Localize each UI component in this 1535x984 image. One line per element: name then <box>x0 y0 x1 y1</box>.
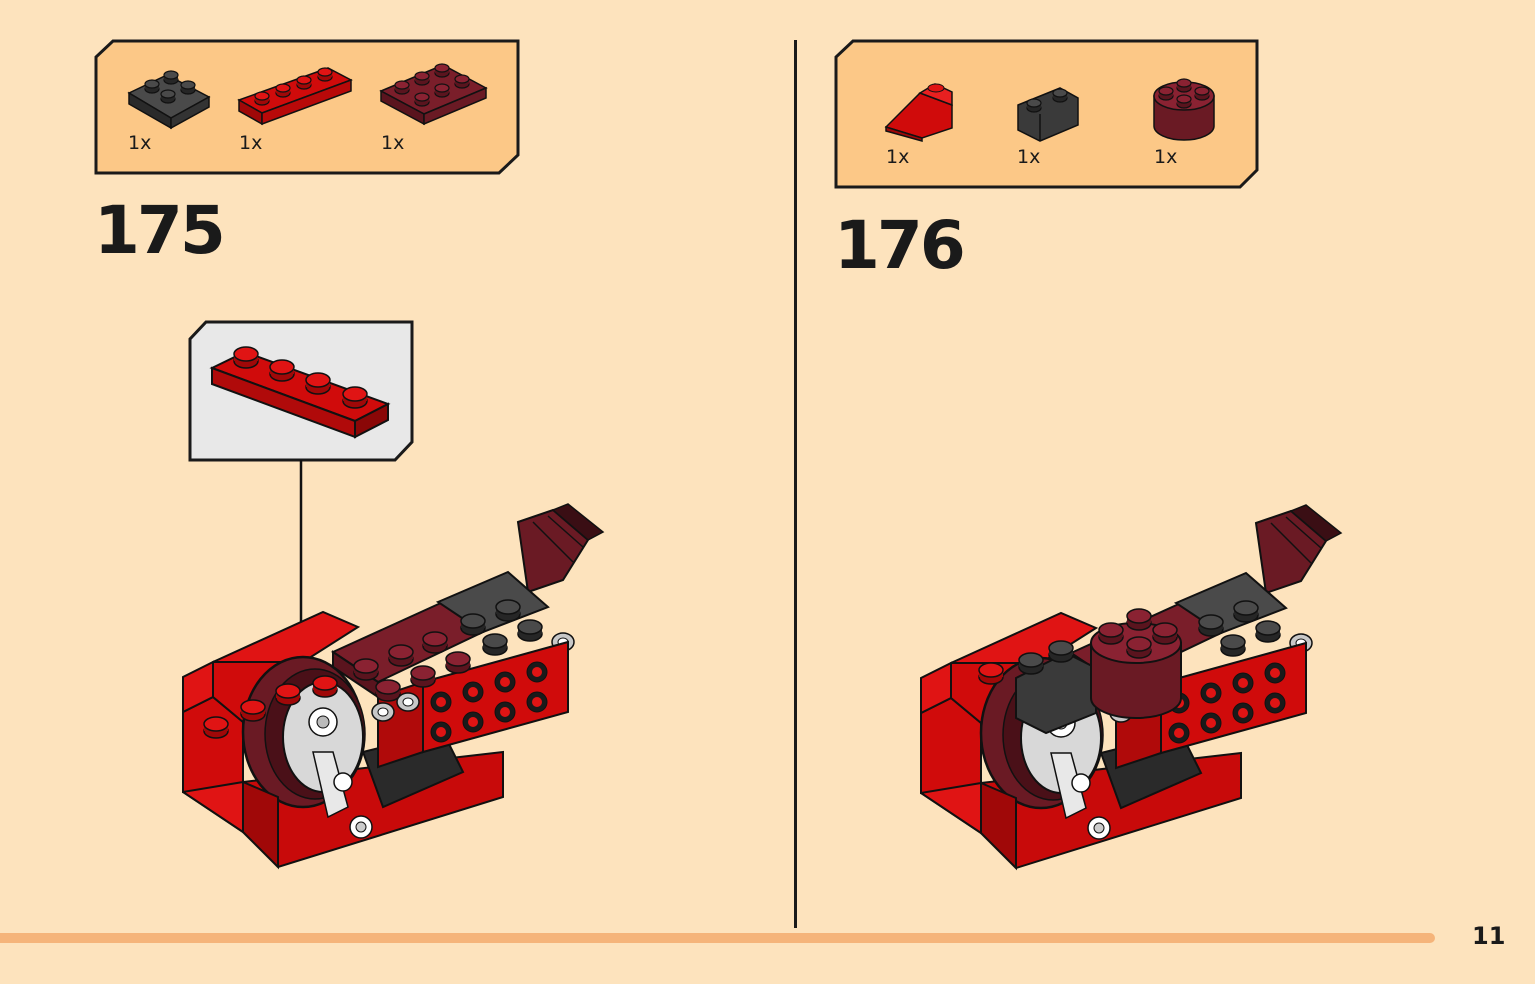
part-qty-176-2: 1x <box>1017 146 1041 168</box>
part-qty-176-1: 1x <box>886 146 910 168</box>
part-qty-175-2: 1x <box>239 132 263 154</box>
page-footer-bar <box>0 933 1435 943</box>
model-step-176 <box>921 505 1341 868</box>
page-divider <box>794 40 797 928</box>
step-number-176: 176 <box>834 207 966 284</box>
part-red-slope <box>884 83 953 142</box>
step-number-175: 175 <box>94 192 226 269</box>
part-dark-gray-plate-2x2 <box>127 70 211 130</box>
part-qty-175-1: 1x <box>128 132 152 154</box>
part-dark-gray-brick-curved <box>1017 87 1079 142</box>
page-number: 11 <box>1472 922 1506 950</box>
model-step-175 <box>183 504 603 867</box>
part-dark-red-round-brick-2x2 <box>1153 78 1215 141</box>
part-qty-175-3: 1x <box>381 132 405 154</box>
callout-red-plate-1x4 <box>209 346 391 439</box>
part-red-plate-1x4 <box>237 67 353 126</box>
part-qty-176-3: 1x <box>1154 146 1178 168</box>
part-dark-red-plate-2x3 <box>379 63 488 126</box>
